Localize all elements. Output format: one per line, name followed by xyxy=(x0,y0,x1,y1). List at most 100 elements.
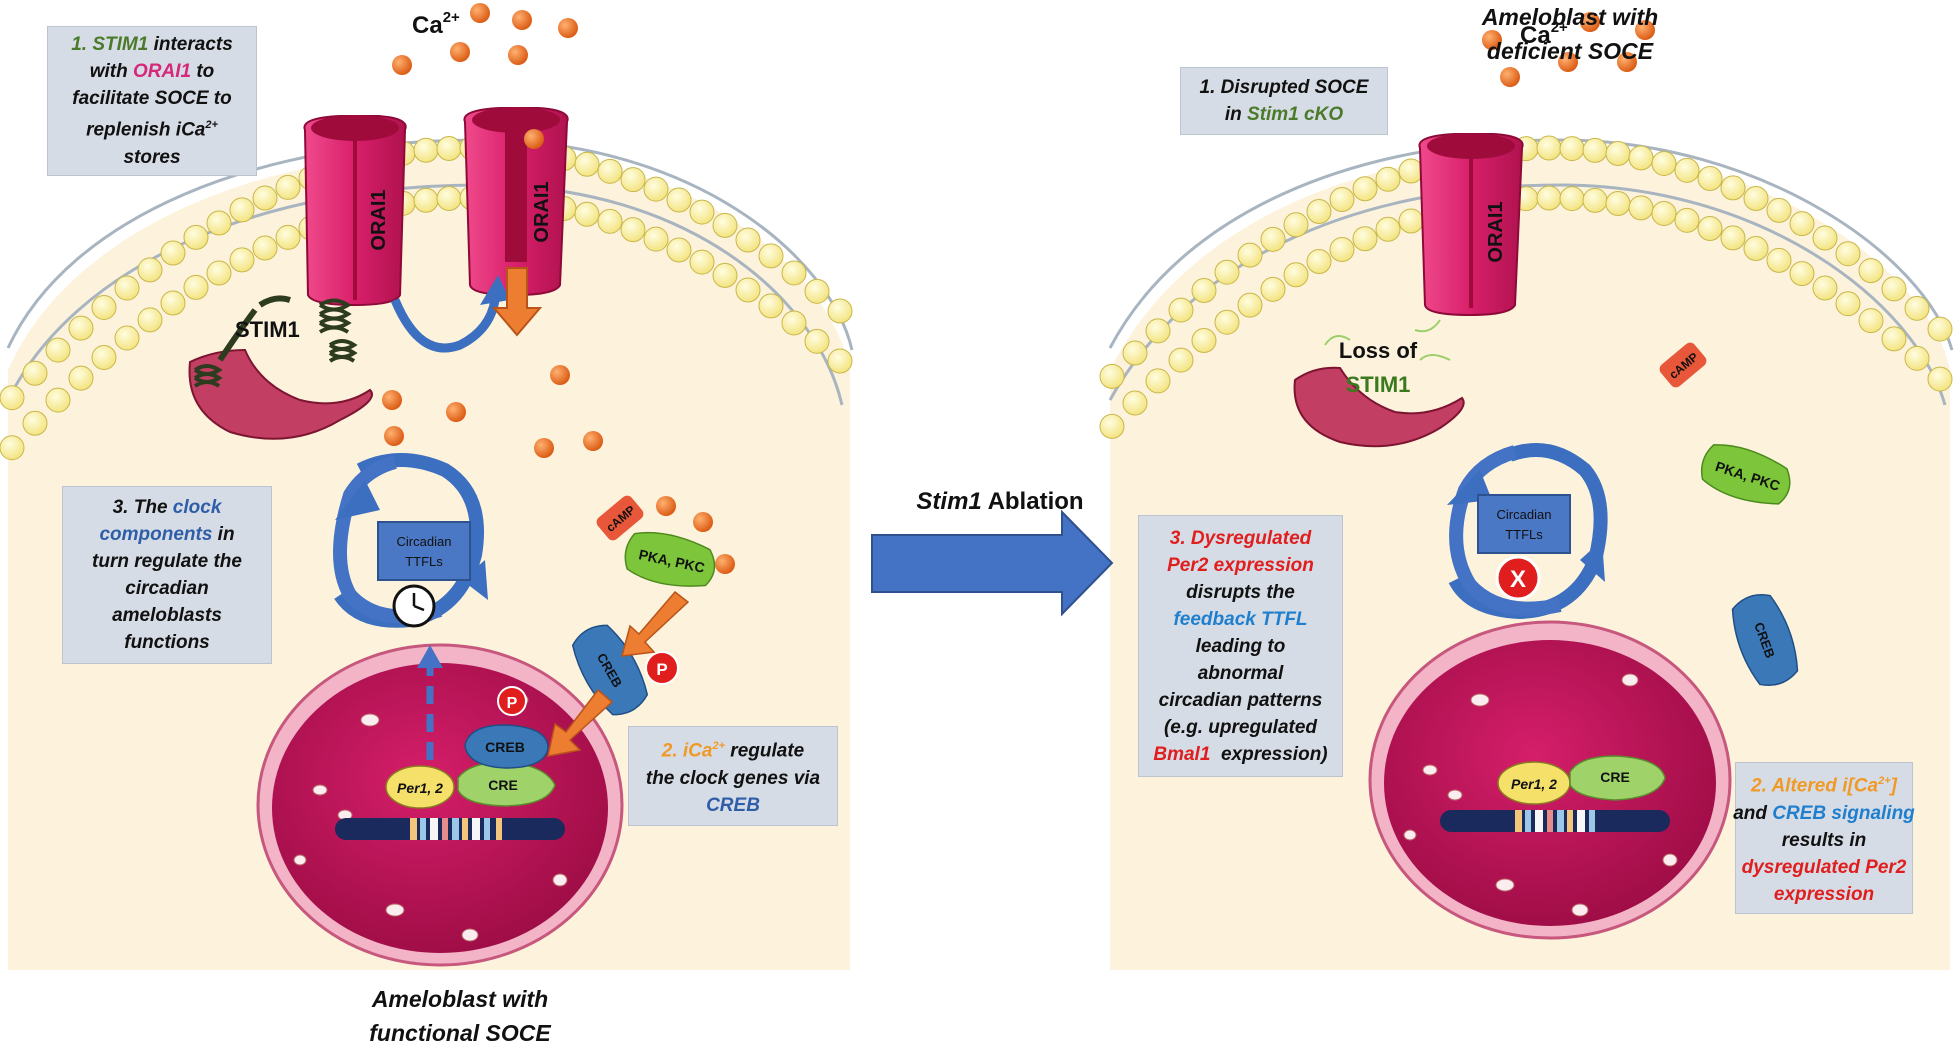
lipid-head-outer xyxy=(1536,135,1562,161)
lipid-head-outer xyxy=(666,187,692,213)
calcium-ion xyxy=(450,42,470,62)
lipid-head-inner xyxy=(413,187,439,213)
rb2-line3: results in xyxy=(1781,829,1867,851)
rb3-line2: Per2 expression xyxy=(1167,554,1314,576)
lipid-head-inner xyxy=(1582,187,1608,213)
calcium-label-left: Ca2+ xyxy=(412,9,460,39)
creb-cytoplasm-left: CREB xyxy=(571,624,649,716)
lipid-head-inner xyxy=(1628,195,1654,221)
calcium-ion xyxy=(715,554,735,574)
rb2-creb: CREB signaling xyxy=(1772,802,1915,824)
lb1-orai1: ORAI1 xyxy=(132,61,192,83)
rb3-expression: expression) xyxy=(1220,743,1328,765)
calcium-ion xyxy=(524,129,544,149)
lipid-head-inner xyxy=(91,344,117,370)
per-feedback-arrowhead xyxy=(417,645,443,668)
orai-translocation-arrow xyxy=(390,298,500,353)
nucleus-left: Per1, 2 CRE CREB P xyxy=(256,643,624,967)
caption-left-line1: Ameloblast with xyxy=(371,986,549,1012)
lipid-head-inner xyxy=(1214,309,1240,335)
lipid-head-inner xyxy=(1720,225,1746,251)
lipid-head-outer xyxy=(712,212,738,238)
rb3-line8: (e.g. upregulated xyxy=(1163,716,1318,738)
calcium-ion xyxy=(382,390,402,410)
ablation-word: Ablation xyxy=(987,488,1084,515)
lipid-head-outer xyxy=(574,151,600,177)
rb3-feedback: feedback TTFL xyxy=(1173,608,1308,630)
circadian-ttfl-box-right xyxy=(1477,494,1571,554)
left-box-1: 1. STIM1 interacts with ORAI1 to facilit… xyxy=(47,26,257,176)
lipid-head-outer xyxy=(206,210,232,236)
lipid-head-inner xyxy=(1122,390,1148,416)
rb1-stim1cko: Stim1 cKO xyxy=(1247,104,1344,125)
lipid-head-outer xyxy=(804,278,830,304)
rb2-and: and xyxy=(1733,802,1767,824)
lb3-line6: functions xyxy=(124,632,210,653)
lipid-head-inner xyxy=(1789,261,1815,287)
lb3-in: in xyxy=(217,524,235,545)
lb2-num: 2. iCa xyxy=(661,740,713,762)
orai1-channel-right: ORAI1 xyxy=(1418,133,1524,317)
rb2-num: 2. Altered i[Ca xyxy=(1751,775,1879,797)
lipid-head-outer xyxy=(160,240,186,266)
lipid-head-inner xyxy=(1766,247,1792,273)
lb1-line3: facilitate SOCE to xyxy=(72,88,232,110)
lipid-head-inner xyxy=(1329,237,1355,263)
nucleus-right: Per1, 2 CRE xyxy=(1368,620,1732,940)
lipid-head-outer xyxy=(1306,199,1332,225)
lipid-head-outer xyxy=(1674,157,1700,183)
lipid-head-outer xyxy=(1191,278,1217,304)
lipid-head-outer xyxy=(1651,150,1677,176)
lipid-head-outer xyxy=(436,136,462,162)
lipid-head-outer xyxy=(1835,241,1861,267)
lipid-head-inner xyxy=(436,186,462,212)
lipid-head-inner xyxy=(114,325,140,351)
lb3-line4: circadian xyxy=(125,578,209,599)
rb1-line1: 1. Disrupted SOCE xyxy=(1199,77,1369,98)
lb3-line3: turn regulate the xyxy=(92,551,242,572)
lipid-head-outer xyxy=(1375,166,1401,192)
lipid-head-inner xyxy=(229,247,255,273)
lipid-head-inner xyxy=(1099,413,1125,439)
calcium-ion xyxy=(392,55,412,75)
lipid-head-outer xyxy=(1927,316,1953,342)
circadian-label-right-2: TTFLs xyxy=(1505,527,1543,542)
lipid-head-inner xyxy=(1398,208,1424,234)
calcium-ions xyxy=(382,3,1655,574)
lipid-head-inner xyxy=(643,226,669,252)
lipid-head-outer xyxy=(183,224,209,250)
lipid-head-inner xyxy=(68,365,94,391)
lipid-head-inner xyxy=(1858,308,1884,334)
calcium-ion xyxy=(512,10,532,30)
lipid-head-inner xyxy=(781,310,807,336)
circadian-cycle-left: Circadian TTFLs xyxy=(333,453,488,628)
lipid-head-inner xyxy=(1927,366,1953,392)
clock-icon xyxy=(392,584,436,628)
lipid-head-outer xyxy=(1559,136,1585,162)
creb-cytoplasm-right: CREB xyxy=(1731,594,1799,686)
lipid-head-inner xyxy=(1743,236,1769,262)
pka-to-creb-arrow xyxy=(620,590,690,657)
lipid-head-inner xyxy=(1352,226,1378,252)
calcium-ion xyxy=(583,431,603,451)
lipid-head-inner xyxy=(620,217,646,243)
phospho-nuclear xyxy=(497,686,527,716)
lipid-head-inner xyxy=(1881,326,1907,352)
lipid-head-outer xyxy=(1743,186,1769,212)
loss-of-label: Loss of xyxy=(1339,338,1418,363)
lipid-head-outer xyxy=(1720,175,1746,201)
per-label-left: Per1, 2 xyxy=(397,780,443,796)
lipid-head-outer xyxy=(1858,258,1884,284)
creb-nuclear-left xyxy=(464,724,549,769)
dna-bands-left xyxy=(410,818,502,840)
lb1-to: to xyxy=(196,61,215,83)
lipid-head-inner xyxy=(735,277,761,303)
lb2-creb: CREB xyxy=(706,794,760,816)
creb-to-nucleus-arrow xyxy=(547,688,614,757)
circadian-label-left-2: TTFLs xyxy=(405,554,443,569)
lipid-head-inner xyxy=(804,328,830,354)
circadian-label-right-1: Circadian xyxy=(1497,507,1552,522)
calcium-ion xyxy=(534,438,554,458)
lipid-head-outer xyxy=(1766,197,1792,223)
phospho-label-nuclear: P xyxy=(507,695,518,712)
